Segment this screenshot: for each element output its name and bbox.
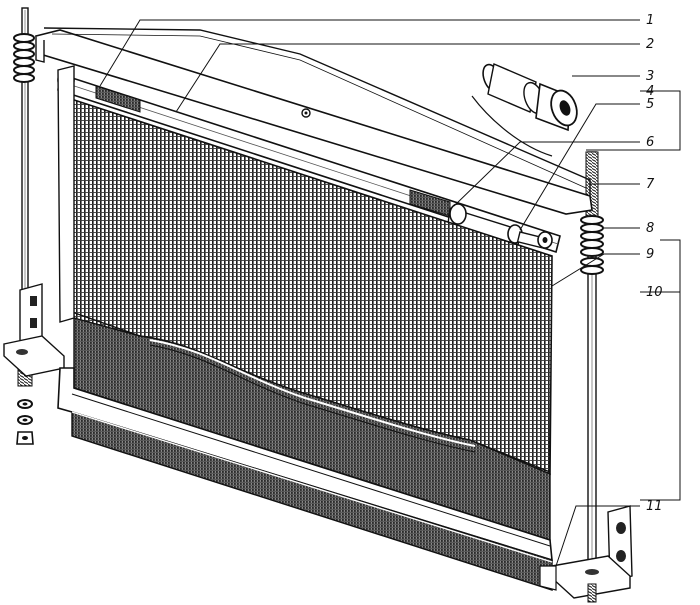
bushing-detail <box>471 63 578 157</box>
right-bottom-bracket <box>551 505 633 603</box>
left-bottom-bracket <box>3 283 65 377</box>
callout-11: 11 <box>646 499 663 514</box>
callout-3: 3 <box>646 69 654 84</box>
left-washers <box>16 399 34 445</box>
left-spring <box>13 33 35 83</box>
radiator-core <box>73 317 551 541</box>
callout-10: 10 <box>646 285 663 300</box>
bottom-tank <box>57 367 557 591</box>
callout-6: 6 <box>646 135 654 150</box>
callout-labels: 1 2 3 4 5 6 7 8 9 10 11 <box>646 13 663 514</box>
top-frame <box>35 27 593 215</box>
callout-2: 2 <box>646 37 654 52</box>
left-side-plate <box>57 65 75 323</box>
callout-7: 7 <box>646 177 655 192</box>
callout-4: 4 <box>646 84 654 99</box>
callout-8: 8 <box>646 221 654 236</box>
roller-shaft <box>447 203 553 250</box>
curtain-roller <box>57 70 561 254</box>
leader-lines <box>99 19 681 567</box>
callout-1: 1 <box>646 13 654 28</box>
right-spring <box>580 215 604 275</box>
callout-9: 9 <box>646 247 654 262</box>
callout-5: 5 <box>646 97 654 112</box>
